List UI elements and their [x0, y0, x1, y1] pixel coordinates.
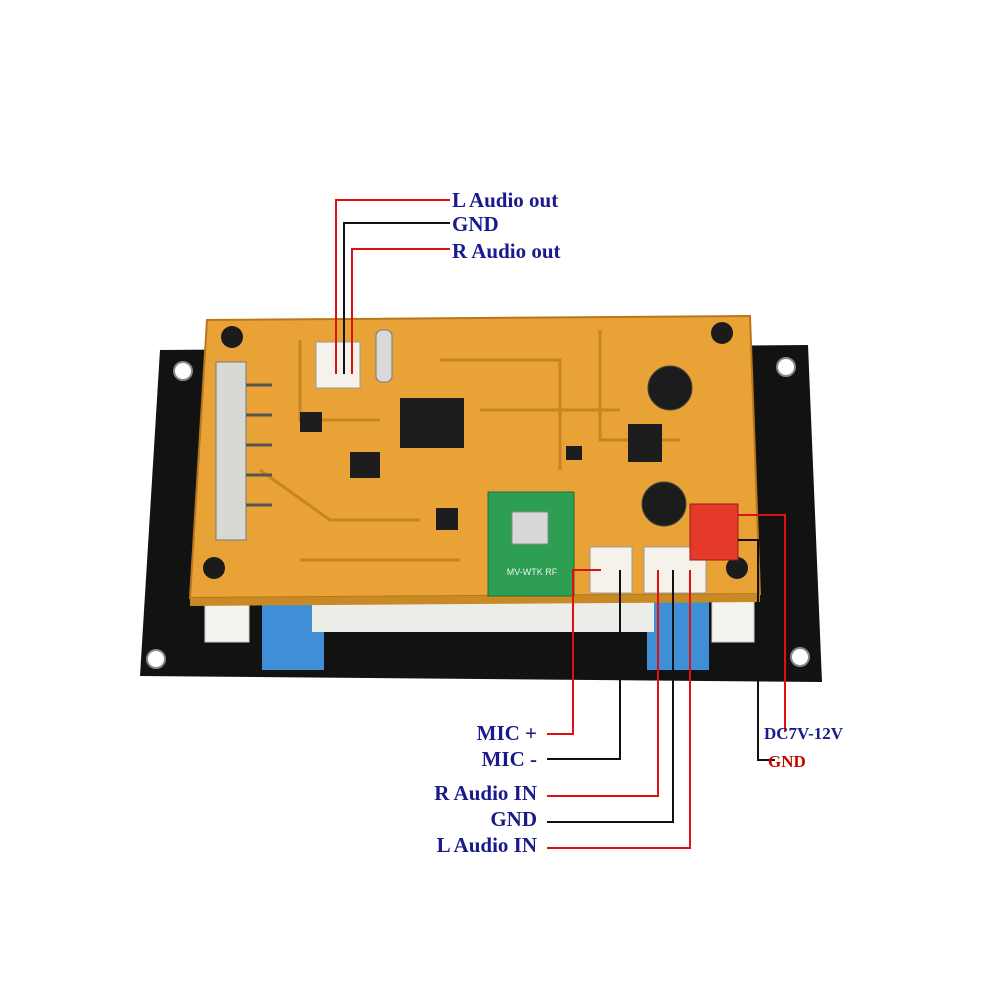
label-dc-power: DC7V-12V: [764, 724, 844, 743]
regulator-icon: [628, 424, 662, 462]
pin-header: [215, 361, 247, 541]
wire-l-audio-out: [335, 199, 450, 374]
mount-hole-icon: [173, 361, 193, 381]
power-connector-icon: [689, 503, 739, 561]
ic-chip-icon: [400, 398, 464, 448]
wire-mic-plus: [547, 569, 601, 735]
pcb: MV-WTK RF: [188, 314, 762, 606]
jst-connector-icon: [315, 341, 361, 389]
wire-dc-power: [738, 514, 786, 732]
wire-top-gnd: [343, 222, 450, 374]
module-shield: [511, 511, 549, 545]
label-power-gnd: GND: [768, 752, 806, 771]
label-top-gnd: GND: [452, 212, 499, 236]
capacitor-icon: [647, 365, 693, 411]
ic-chip-icon: [350, 452, 380, 478]
mount-hole-icon: [776, 357, 796, 377]
wire-power-gnd: [738, 539, 775, 761]
mount-hole-icon: [790, 647, 810, 667]
pcb-edge: [190, 594, 760, 606]
screw-icon: [221, 326, 243, 348]
screw-icon: [711, 322, 733, 344]
ic-chip-icon: [300, 412, 322, 432]
label-bottom-gnd: GND: [490, 807, 537, 831]
crystal-icon: [375, 329, 393, 383]
header-pins: [246, 383, 272, 507]
label-mic-plus: MIC +: [476, 721, 537, 745]
label-l-audio-in: L Audio IN: [436, 833, 537, 857]
module-marking: MV-WTK RF: [507, 567, 558, 577]
screw-icon: [203, 557, 225, 579]
label-mic-minus: MIC -: [481, 747, 537, 771]
wire-bottom-gnd: [547, 570, 674, 823]
screw-icon: [726, 557, 748, 579]
transistor-icon: [566, 446, 582, 460]
lead-lines: [335, 199, 786, 849]
label-l-audio-out: L Audio out: [452, 188, 559, 212]
ic-chip-icon: [436, 508, 458, 530]
wire-l-audio-in: [547, 570, 691, 849]
ribbon-right: [647, 596, 709, 670]
capacitor-icon: [641, 481, 687, 527]
label-r-audio-out: R Audio out: [452, 239, 561, 263]
wire-r-audio-out: [351, 248, 450, 374]
mount-hole-icon: [146, 649, 166, 669]
wire-mic-minus: [547, 570, 621, 760]
label-r-audio-in: R Audio IN: [434, 781, 537, 805]
wire-r-audio-in: [547, 570, 659, 797]
